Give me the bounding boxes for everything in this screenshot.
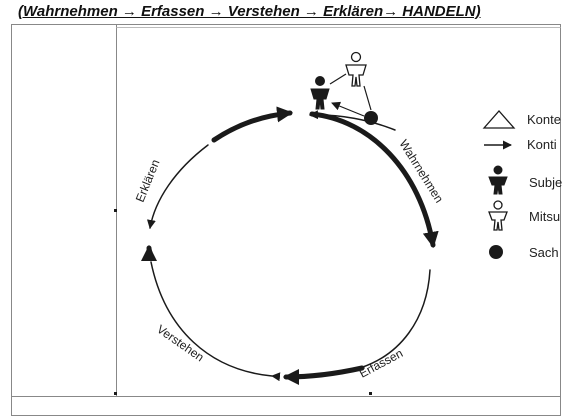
triangle-outline-icon: [482, 110, 516, 129]
arrow-erfassen: [283, 365, 365, 385]
arrow-top-left: [211, 106, 293, 143]
person-filled-icon: [310, 76, 330, 110]
page-title: (Wahrnehmen → Erfassen → Verstehen → Erk…: [18, 3, 481, 20]
arrow-top-return: [309, 110, 396, 131]
legend-item: Mitsu: [488, 200, 560, 231]
arrow-left-heavy: [141, 245, 158, 262]
legend-label: Subje: [529, 175, 562, 190]
corner-marks: [114, 209, 372, 395]
legend-label: Mitsu: [529, 209, 560, 224]
actors-group: [310, 51, 378, 125]
label-erfassen: Erfassen: [357, 346, 405, 381]
label-erklaeren: Erklären: [133, 157, 163, 204]
arrow-right-down: [359, 269, 431, 369]
cycle-arrows: [141, 106, 439, 385]
table-frame: [11, 24, 561, 416]
legend-label: Konti: [527, 137, 557, 152]
dot-filled-icon: [364, 111, 378, 125]
person-outline-icon: [488, 200, 508, 231]
legend-item: Konte: [482, 110, 561, 129]
arrow-wahrnehmen: [309, 111, 439, 248]
arrow-verstehen: [150, 261, 281, 382]
legend-label: Sach: [529, 245, 559, 260]
legend: Konte Konti Subje Mitsu Sach: [482, 110, 562, 260]
legend-item: Konti: [484, 137, 557, 152]
legend-item: Subje: [488, 165, 562, 195]
legend-label: Konte: [527, 112, 561, 127]
person-outline-icon: [345, 51, 367, 87]
person-filled-icon: [488, 165, 508, 195]
legend-item: Sach: [489, 245, 559, 260]
arrow-erklaeren: [146, 144, 209, 229]
dot-filled-icon: [489, 245, 503, 259]
